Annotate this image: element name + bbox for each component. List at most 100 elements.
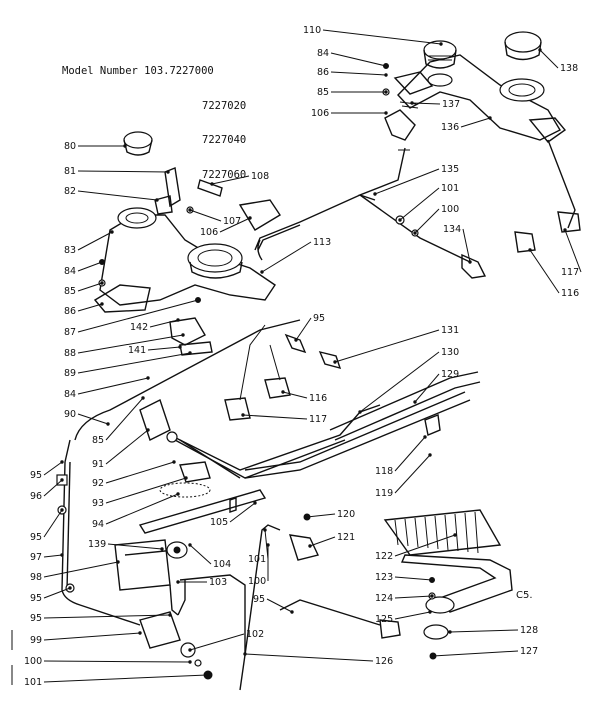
leader-c136 — [460, 117, 491, 128]
leader-tip-c117b — [241, 413, 245, 417]
leader-tip-c85b — [100, 281, 104, 285]
callout-c104: 104 — [213, 559, 231, 570]
leader-tip-c105 — [253, 501, 257, 505]
leader-c90 — [77, 413, 109, 425]
callout-c88: 88 — [64, 348, 76, 359]
callout-c82: 82 — [64, 186, 76, 197]
leader-c95f — [43, 614, 171, 619]
leader-c86b — [77, 303, 103, 312]
leader-tip-c103 — [176, 580, 180, 584]
leader-c95a — [295, 317, 312, 341]
leader-tip-c90 — [106, 422, 110, 426]
callout-c98: 98 — [30, 572, 42, 583]
valve-121 — [288, 534, 319, 561]
leader-c85c — [105, 397, 144, 441]
leader-tip-c93 — [184, 476, 188, 480]
callout-c86a: 86 — [317, 67, 329, 78]
valve-131 — [318, 350, 342, 370]
leader-c119 — [394, 454, 431, 494]
lower-right-burner — [383, 509, 513, 660]
valve-117-lower — [224, 397, 251, 421]
leader-c137 — [411, 102, 441, 105]
leader-tip-c96 — [60, 478, 64, 482]
leader-c105 — [229, 502, 256, 523]
callout-c103: 103 — [209, 577, 227, 588]
leader-c120 — [306, 513, 336, 518]
callout-c131: 131 — [441, 325, 459, 336]
leader-c98 — [43, 561, 119, 578]
leader-c92 — [105, 461, 175, 484]
callout-c128: 128 — [520, 625, 538, 636]
callout-c100a: 100 — [441, 204, 459, 215]
callout-c121: 121 — [337, 532, 355, 543]
model-number-3: 7227040 — [202, 134, 247, 146]
leader-c102 — [189, 633, 245, 651]
leader-tip-c95c — [60, 508, 64, 512]
callout-c92: 92 — [92, 478, 104, 489]
callout-c116b: 116 — [309, 393, 327, 404]
callout-c123: 123 — [375, 572, 393, 583]
leader-c118 — [394, 436, 426, 472]
callout-c87: 87 — [64, 327, 76, 338]
leader-tip-c122 — [453, 533, 457, 537]
model-number-4: 7227060 — [202, 168, 247, 181]
callout-c117a: 117 — [561, 267, 579, 278]
callout-c102: 102 — [246, 629, 264, 640]
callout-c126: 126 — [375, 656, 393, 667]
leader-c135 — [374, 168, 440, 195]
callout-c105: 105 — [210, 517, 228, 528]
leader-c117a — [564, 229, 582, 273]
callout-c118: 118 — [375, 466, 393, 477]
leader-tip-c116a — [528, 248, 532, 252]
valve-116-lower — [264, 377, 291, 399]
leader-tip-c87 — [196, 298, 200, 302]
leader-tip-c106a — [384, 111, 388, 115]
callout-c93: 93 — [92, 498, 104, 509]
callout-c130: 130 — [441, 347, 459, 358]
callout-c129: 129 — [441, 369, 459, 380]
leader-c95e — [266, 598, 293, 613]
washer-100 — [194, 659, 202, 667]
callout-c141: 141 — [128, 345, 146, 356]
leader-tip-c86a — [384, 73, 388, 77]
callout-c85c: 85 — [92, 435, 104, 446]
callout-c108: 108 — [251, 171, 269, 182]
leader-c122 — [394, 534, 456, 557]
callout-c138: 138 — [560, 63, 578, 74]
leader-tip-c106b — [248, 216, 252, 220]
callout-c116a: 116 — [561, 288, 579, 299]
callout-c84b: 84 — [64, 266, 76, 277]
callout-c110: 110 — [303, 25, 321, 36]
leader-c142 — [149, 319, 179, 328]
leader-c131 — [334, 329, 440, 363]
callout-c142: 142 — [130, 322, 148, 333]
bracket-86 — [393, 71, 434, 95]
leader-c123 — [394, 576, 433, 581]
callout-c83: 83 — [64, 245, 76, 256]
left-burner-assembly — [93, 131, 301, 313]
leader-c84b — [77, 261, 103, 272]
leader-c84c — [77, 377, 149, 395]
clip-82 — [154, 195, 173, 215]
orifice-134 — [461, 253, 487, 279]
leader-c128 — [449, 629, 519, 633]
leader-tip-c120 — [305, 515, 309, 519]
callout-c97: 97 — [30, 552, 42, 563]
leader-tip-c101c — [205, 673, 209, 677]
leader-tip-c119 — [428, 453, 432, 457]
leader-tip-c85c — [141, 396, 145, 400]
leader-tip-c142 — [176, 318, 180, 322]
callout-c91: 91 — [92, 459, 104, 470]
leader-tip-c91 — [146, 428, 150, 432]
callout-c84a: 84 — [317, 48, 329, 59]
leader-tip-c125 — [428, 610, 432, 614]
leader-tip-c101b — [263, 528, 267, 532]
valve-116-upper — [514, 231, 536, 253]
callout-c120: 120 — [337, 509, 355, 520]
bracket-106 — [384, 109, 416, 141]
leader-c95b — [43, 461, 63, 476]
bracket-93 — [179, 461, 211, 483]
bracket-88 — [169, 317, 206, 346]
manifold-stub — [528, 117, 567, 143]
leader-tip-c138 — [538, 48, 542, 52]
